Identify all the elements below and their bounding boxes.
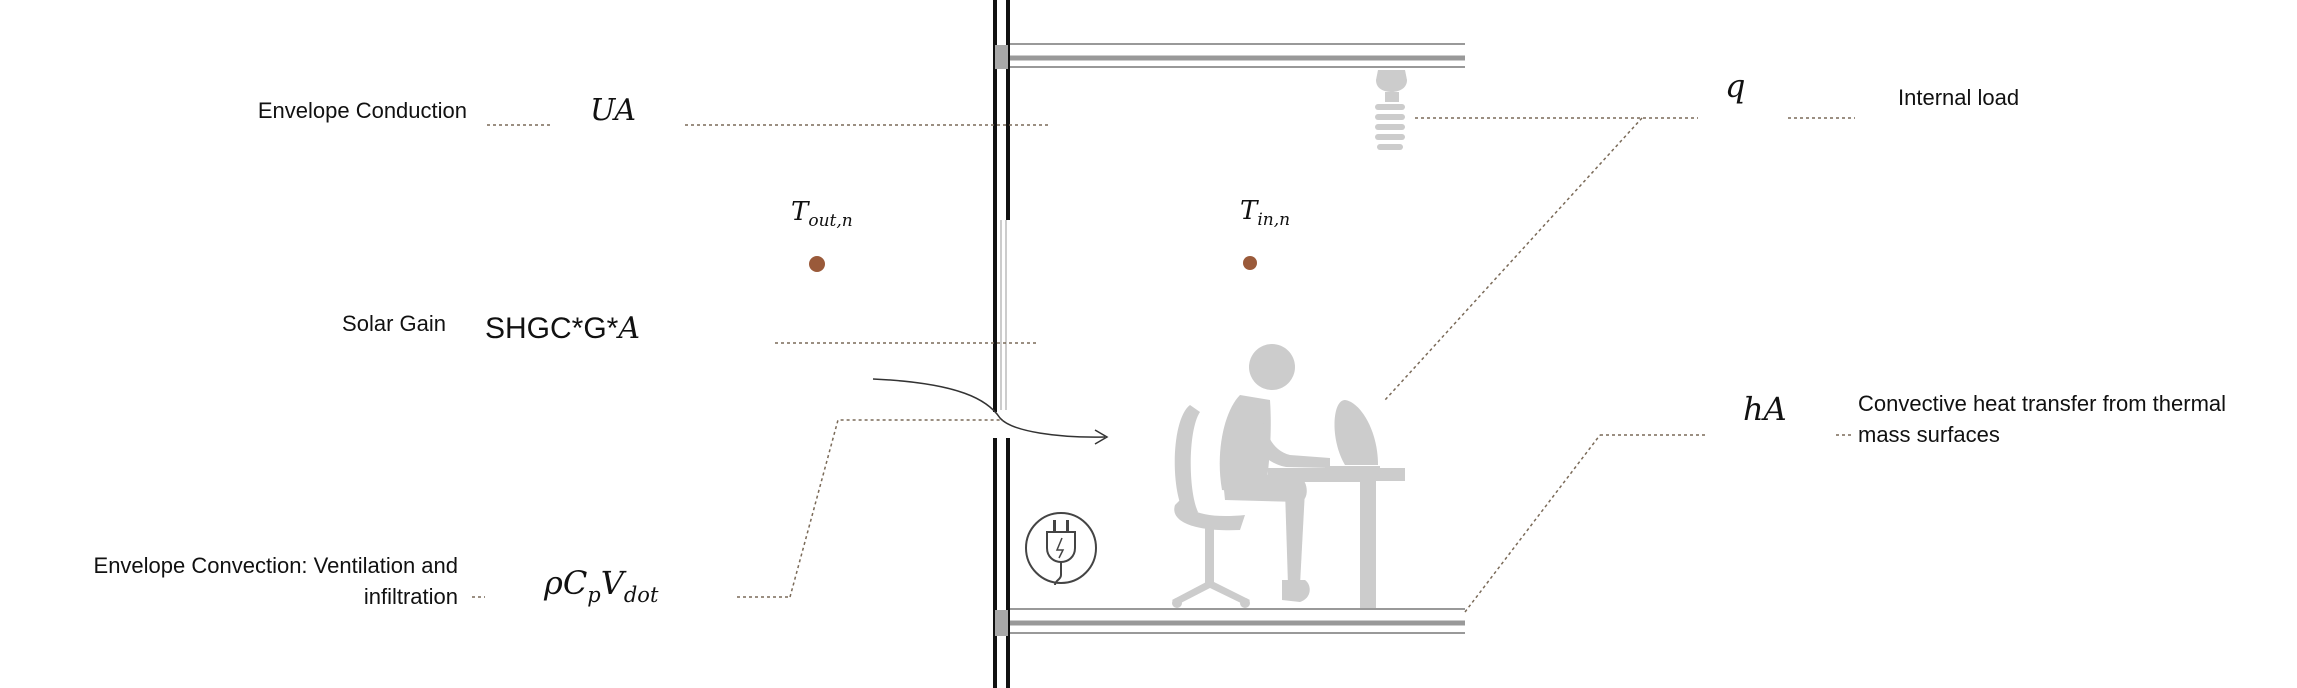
- internal-load-label: Internal load: [1898, 85, 2019, 110]
- ua-symbol: UA: [590, 93, 636, 128]
- plug-socket-icon: [1025, 512, 1097, 586]
- indoor-temperature-node: [1243, 256, 1257, 270]
- person-at-desk-icon: [1172, 344, 1405, 608]
- outdoor-temperature-node: [809, 256, 825, 272]
- exterior-wall: [993, 0, 1010, 688]
- internal-load-symbol: q: [1725, 67, 1745, 105]
- convective-label-line2: mass surfaces: [1858, 422, 2000, 447]
- solar-gain-symbol: SHGC*G*A: [485, 311, 640, 346]
- ceiling-slab: [1010, 43, 1465, 68]
- ventilation-symbol: ρCpVdot: [543, 564, 659, 607]
- floor-slab: [1010, 608, 1465, 634]
- leader-lines: [472, 117, 1855, 613]
- solar-gain-label: Solar Gain: [342, 311, 446, 336]
- solar-ray-arrow: [872, 378, 1109, 445]
- outdoor-temperature-symbol: Tout,n: [791, 197, 853, 231]
- envelope-conduction-label: Envelope Conduction: [258, 98, 467, 123]
- convective-symbol: hA: [1743, 390, 1787, 428]
- light-bulb-icon: [1375, 70, 1407, 150]
- envelope-convection-label-line1: Envelope Convection: Ventilation and: [94, 553, 458, 578]
- envelope-convection-label-line2: infiltration: [364, 584, 458, 609]
- convective-label-line1: Convective heat transfer from thermal: [1858, 391, 2226, 416]
- indoor-temperature-symbol: Tin,n: [1240, 196, 1290, 230]
